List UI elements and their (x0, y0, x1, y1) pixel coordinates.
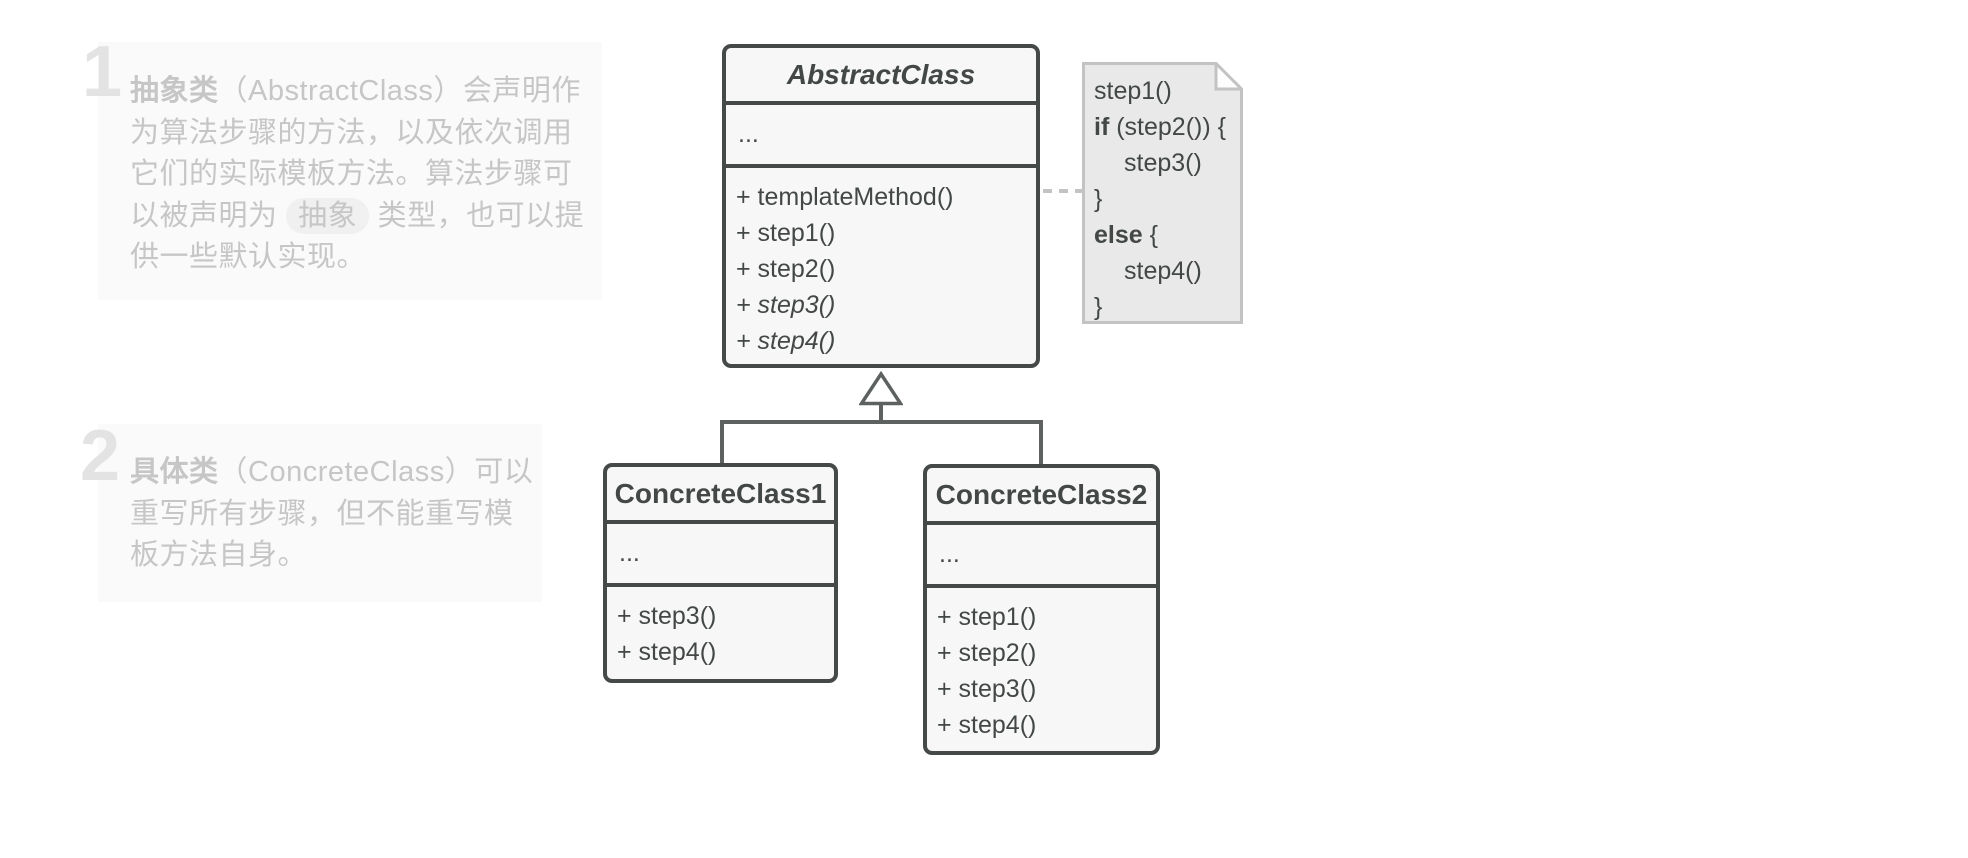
concreteclass1-title: ConcreteClass1 (607, 467, 834, 524)
text-line: + step4() (736, 327, 836, 355)
text-line: 重写所有步骤，但不能重写模 (130, 497, 514, 530)
text-line: + templateMethod() (736, 183, 954, 211)
note-fold-corner-icon (1214, 62, 1243, 91)
text-line: 为算法步骤的方法，以及依次调用 (130, 116, 573, 149)
abstractclass-methods: + templateMethod() + step1() + step2() + st… (726, 168, 1036, 359)
uml-class-abstractclass: AbstractClass ... + templateMethod() + st… (722, 44, 1040, 368)
annotation-2-number: 2 (80, 416, 121, 496)
text-line: else { (1094, 221, 1158, 249)
note-dashed-connector (1043, 189, 1083, 193)
concreteclass2-fields: ... (927, 525, 1156, 588)
concreteclass1-fields: ... (607, 524, 834, 587)
text-line: + step4() (937, 711, 1037, 739)
text-line: + step1() (937, 603, 1037, 631)
annotation-2-text: 具体类（ConcreteClass）可以重写所有步骤，但不能重写模板方法自身。 (130, 452, 533, 577)
text-line: + step3() (937, 675, 1037, 703)
concreteclass2-title: ConcreteClass2 (927, 468, 1156, 525)
note-paper-shape (1082, 62, 1243, 324)
text-line: 抽象类（AbstractClass）会声明作 (130, 75, 581, 107)
annotation-2-background (98, 424, 542, 602)
text-line: } (1094, 185, 1103, 213)
text-line: step4() (1124, 257, 1202, 285)
text-line: + step1() (736, 219, 836, 247)
text-line: step1() (1094, 77, 1172, 105)
text-line: + step2() (937, 639, 1037, 667)
text-line: + step3() (617, 602, 717, 630)
text-line: + step2() (736, 255, 836, 283)
text-line: 具体类（ConcreteClass）可以 (130, 456, 534, 488)
inheritance-triangle-icon (859, 371, 903, 406)
abstractclass-title: AbstractClass (726, 48, 1036, 105)
text-line: 以被声明为 抽象 类型，也可以提 (130, 197, 585, 234)
uml-class-concreteclass1: ConcreteClass1 ... + step3() + step4() (603, 463, 838, 683)
abstractclass-fields: ... (726, 105, 1036, 168)
text-line: 它们的实际模板方法。算法步骤可 (130, 158, 573, 190)
text-line: if (step2()) { (1094, 113, 1226, 141)
annotation-1-number: 1 (82, 32, 123, 112)
text-line: 供一些默认实现。 (130, 241, 367, 273)
concreteclass2-methods: + step1() + step2() + step3() + step4() (927, 588, 1156, 743)
annotation-1-text: 抽象类（AbstractClass）会声明作为算法步骤的方法，以及依次调用它们的… (130, 71, 584, 279)
inheritance-stem-line (879, 404, 883, 424)
templatemethod-code-note: step1() if (step2()) { step3()} else { step4… (1082, 62, 1243, 324)
text-line: + step3() (736, 291, 836, 319)
inheritance-left-branch-line (720, 420, 724, 463)
inheritance-horizontal-line (720, 420, 1043, 424)
annotation-1-background (98, 42, 602, 300)
uml-class-concreteclass2: ConcreteClass2 ... + step1()+ step2()+ s… (923, 464, 1160, 755)
inheritance-right-branch-line (1039, 420, 1043, 465)
text-line: } (1094, 293, 1103, 321)
concreteclass1-methods: + step3() + step4() (607, 587, 834, 670)
note-code-text: step1() if (step2()) { step3()} else { step4… (1082, 62, 1243, 325)
text-line: step3() (1124, 149, 1202, 177)
text-line: + step4() (617, 638, 717, 666)
text-line: 板方法自身。 (130, 539, 308, 571)
